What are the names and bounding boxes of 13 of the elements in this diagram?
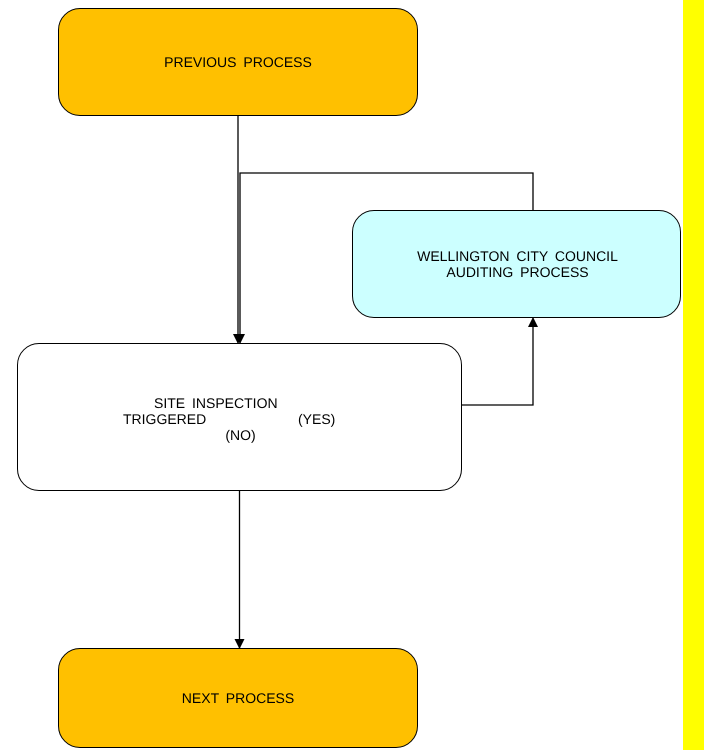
node-label: NEXT PROCESS: [180, 690, 296, 706]
process-box: [58, 8, 418, 116]
side-bar: [683, 0, 704, 750]
arrow: [234, 491, 244, 649]
process-box: [352, 210, 681, 318]
decision-box: [17, 343, 462, 491]
node-label: (NO): [224, 427, 257, 443]
node-label: SITE INSPECTION TRIGGERED: [123, 395, 279, 427]
arrow: [462, 317, 538, 406]
node-label: (YES): [298, 411, 336, 427]
process-box: [58, 648, 418, 748]
node-label: PREVIOUS PROCESS: [163, 54, 313, 70]
node-label: WELLINGTON CITY COUNCIL AUDITING PROCESS: [416, 248, 619, 280]
